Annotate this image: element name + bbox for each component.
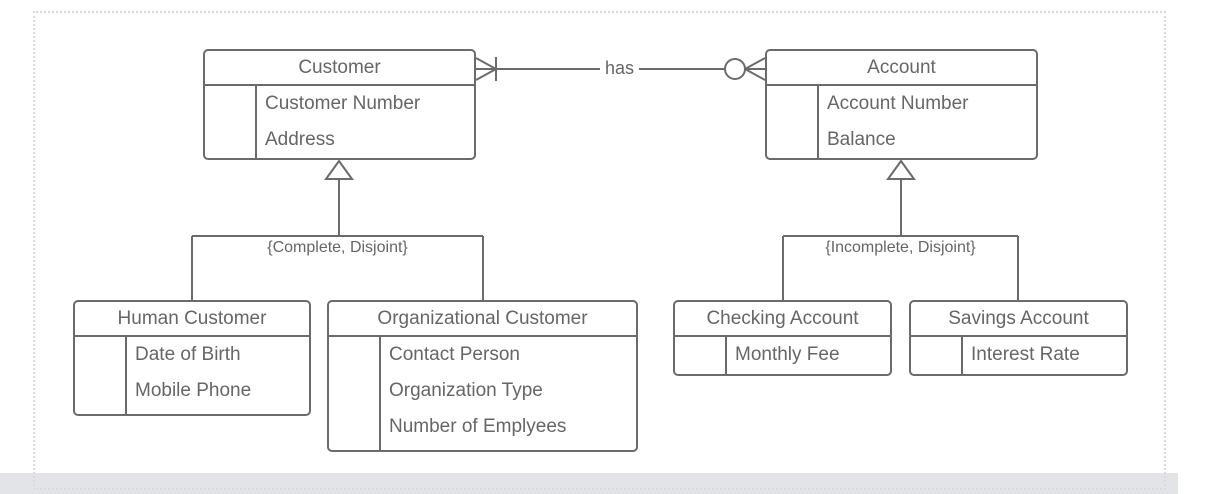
entity-organizational-customer[interactable]: Organizational Customer Contact Person O…: [327, 300, 638, 452]
entity-key-gutter-account: [767, 86, 819, 158]
entity-attributes-organizational-customer: Contact Person Organization Type Number …: [381, 337, 636, 445]
attribute-row: Mobile Phone: [135, 380, 252, 401]
entity-attributes-savings-account: Interest Rate: [963, 337, 1126, 373]
entity-key-gutter-savings-account: [911, 337, 963, 374]
entity-attributes-account: Account Number Balance: [819, 86, 1036, 158]
attribute-row: Account Number: [827, 93, 969, 114]
entity-account[interactable]: Account Account Number Balance: [765, 49, 1038, 160]
entity-human-customer[interactable]: Human Customer Date of Birth Mobile Phon…: [73, 300, 311, 416]
attribute-row: Balance: [827, 129, 896, 150]
entity-key-gutter-customer: [205, 86, 257, 158]
entity-title-account: Account: [767, 51, 1036, 86]
relationship-label-has: has: [600, 58, 640, 79]
attribute-row: Interest Rate: [971, 344, 1080, 365]
entity-attributes-customer: Customer Number Address: [257, 86, 474, 158]
generalization-connector-customer: [191, 159, 484, 300]
entity-key-gutter-human-customer: [75, 337, 127, 414]
entity-attributes-human-customer: Date of Birth Mobile Phone: [127, 337, 309, 409]
constraint-label-customer: {Complete, Disjoint}: [267, 239, 408, 256]
entity-title-customer: Customer: [205, 51, 474, 86]
constraint-label-account: {Incomplete, Disjoint}: [825, 239, 976, 256]
entity-key-gutter-checking-account: [675, 337, 727, 374]
entity-title-savings-account: Savings Account: [911, 302, 1126, 337]
entity-checking-account[interactable]: Checking Account Monthly Fee: [673, 300, 892, 376]
attribute-row: Customer Number: [265, 93, 421, 114]
entity-customer[interactable]: Customer Customer Number Address: [203, 49, 476, 160]
bottom-status-band: [0, 473, 1178, 494]
entity-title-checking-account: Checking Account: [675, 302, 890, 337]
entity-savings-account[interactable]: Savings Account Interest Rate: [909, 300, 1128, 376]
attribute-row: Number of Emplyees: [389, 416, 567, 437]
entity-key-gutter-organizational-customer: [329, 337, 381, 450]
attribute-row: Organization Type: [389, 380, 543, 401]
entity-title-organizational-customer: Organizational Customer: [329, 302, 636, 337]
entity-title-human-customer: Human Customer: [75, 302, 309, 337]
entity-attributes-checking-account: Monthly Fee: [727, 337, 890, 373]
attribute-row: Contact Person: [389, 344, 520, 365]
attribute-row: Address: [265, 129, 335, 150]
generalization-connector-account: [782, 159, 1019, 300]
attribute-row: Monthly Fee: [735, 344, 840, 365]
attribute-row: Date of Birth: [135, 344, 241, 365]
